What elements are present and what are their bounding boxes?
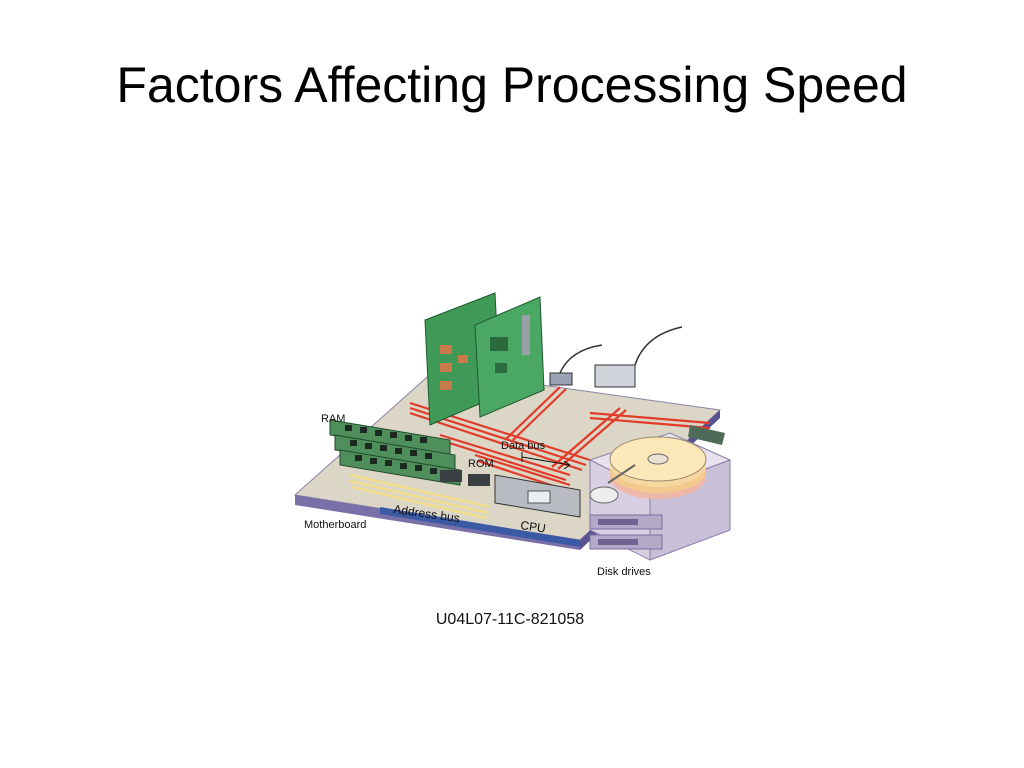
disk-drive-unit [588,432,732,561]
expansion-cards [424,292,545,426]
motherboard-label: Motherboard [304,519,366,531]
figure-code: U04L07-11C-821058 [435,611,585,628]
data-bus-arrow [521,452,571,470]
address-bus-traces [349,473,491,520]
rom-chips [440,470,490,486]
disk-drives-label: Disk drives [597,566,651,578]
ram-modules [329,419,461,486]
data-bus-label: Data bus [501,440,546,452]
motherboard-diagram: RAM ROM Data bus Address bus CPU Motherb… [290,285,740,595]
rom-label: ROM [468,458,494,470]
cable-connectors [549,326,725,445]
slide-title: Factors Affecting Processing Speed [116,57,908,113]
cpu-chip [494,474,581,518]
ram-label: RAM [321,413,345,425]
cpu-label: CPU [520,518,547,535]
diagram-svg: RAM ROM Data bus Address bus CPU Motherb… [293,292,732,578]
